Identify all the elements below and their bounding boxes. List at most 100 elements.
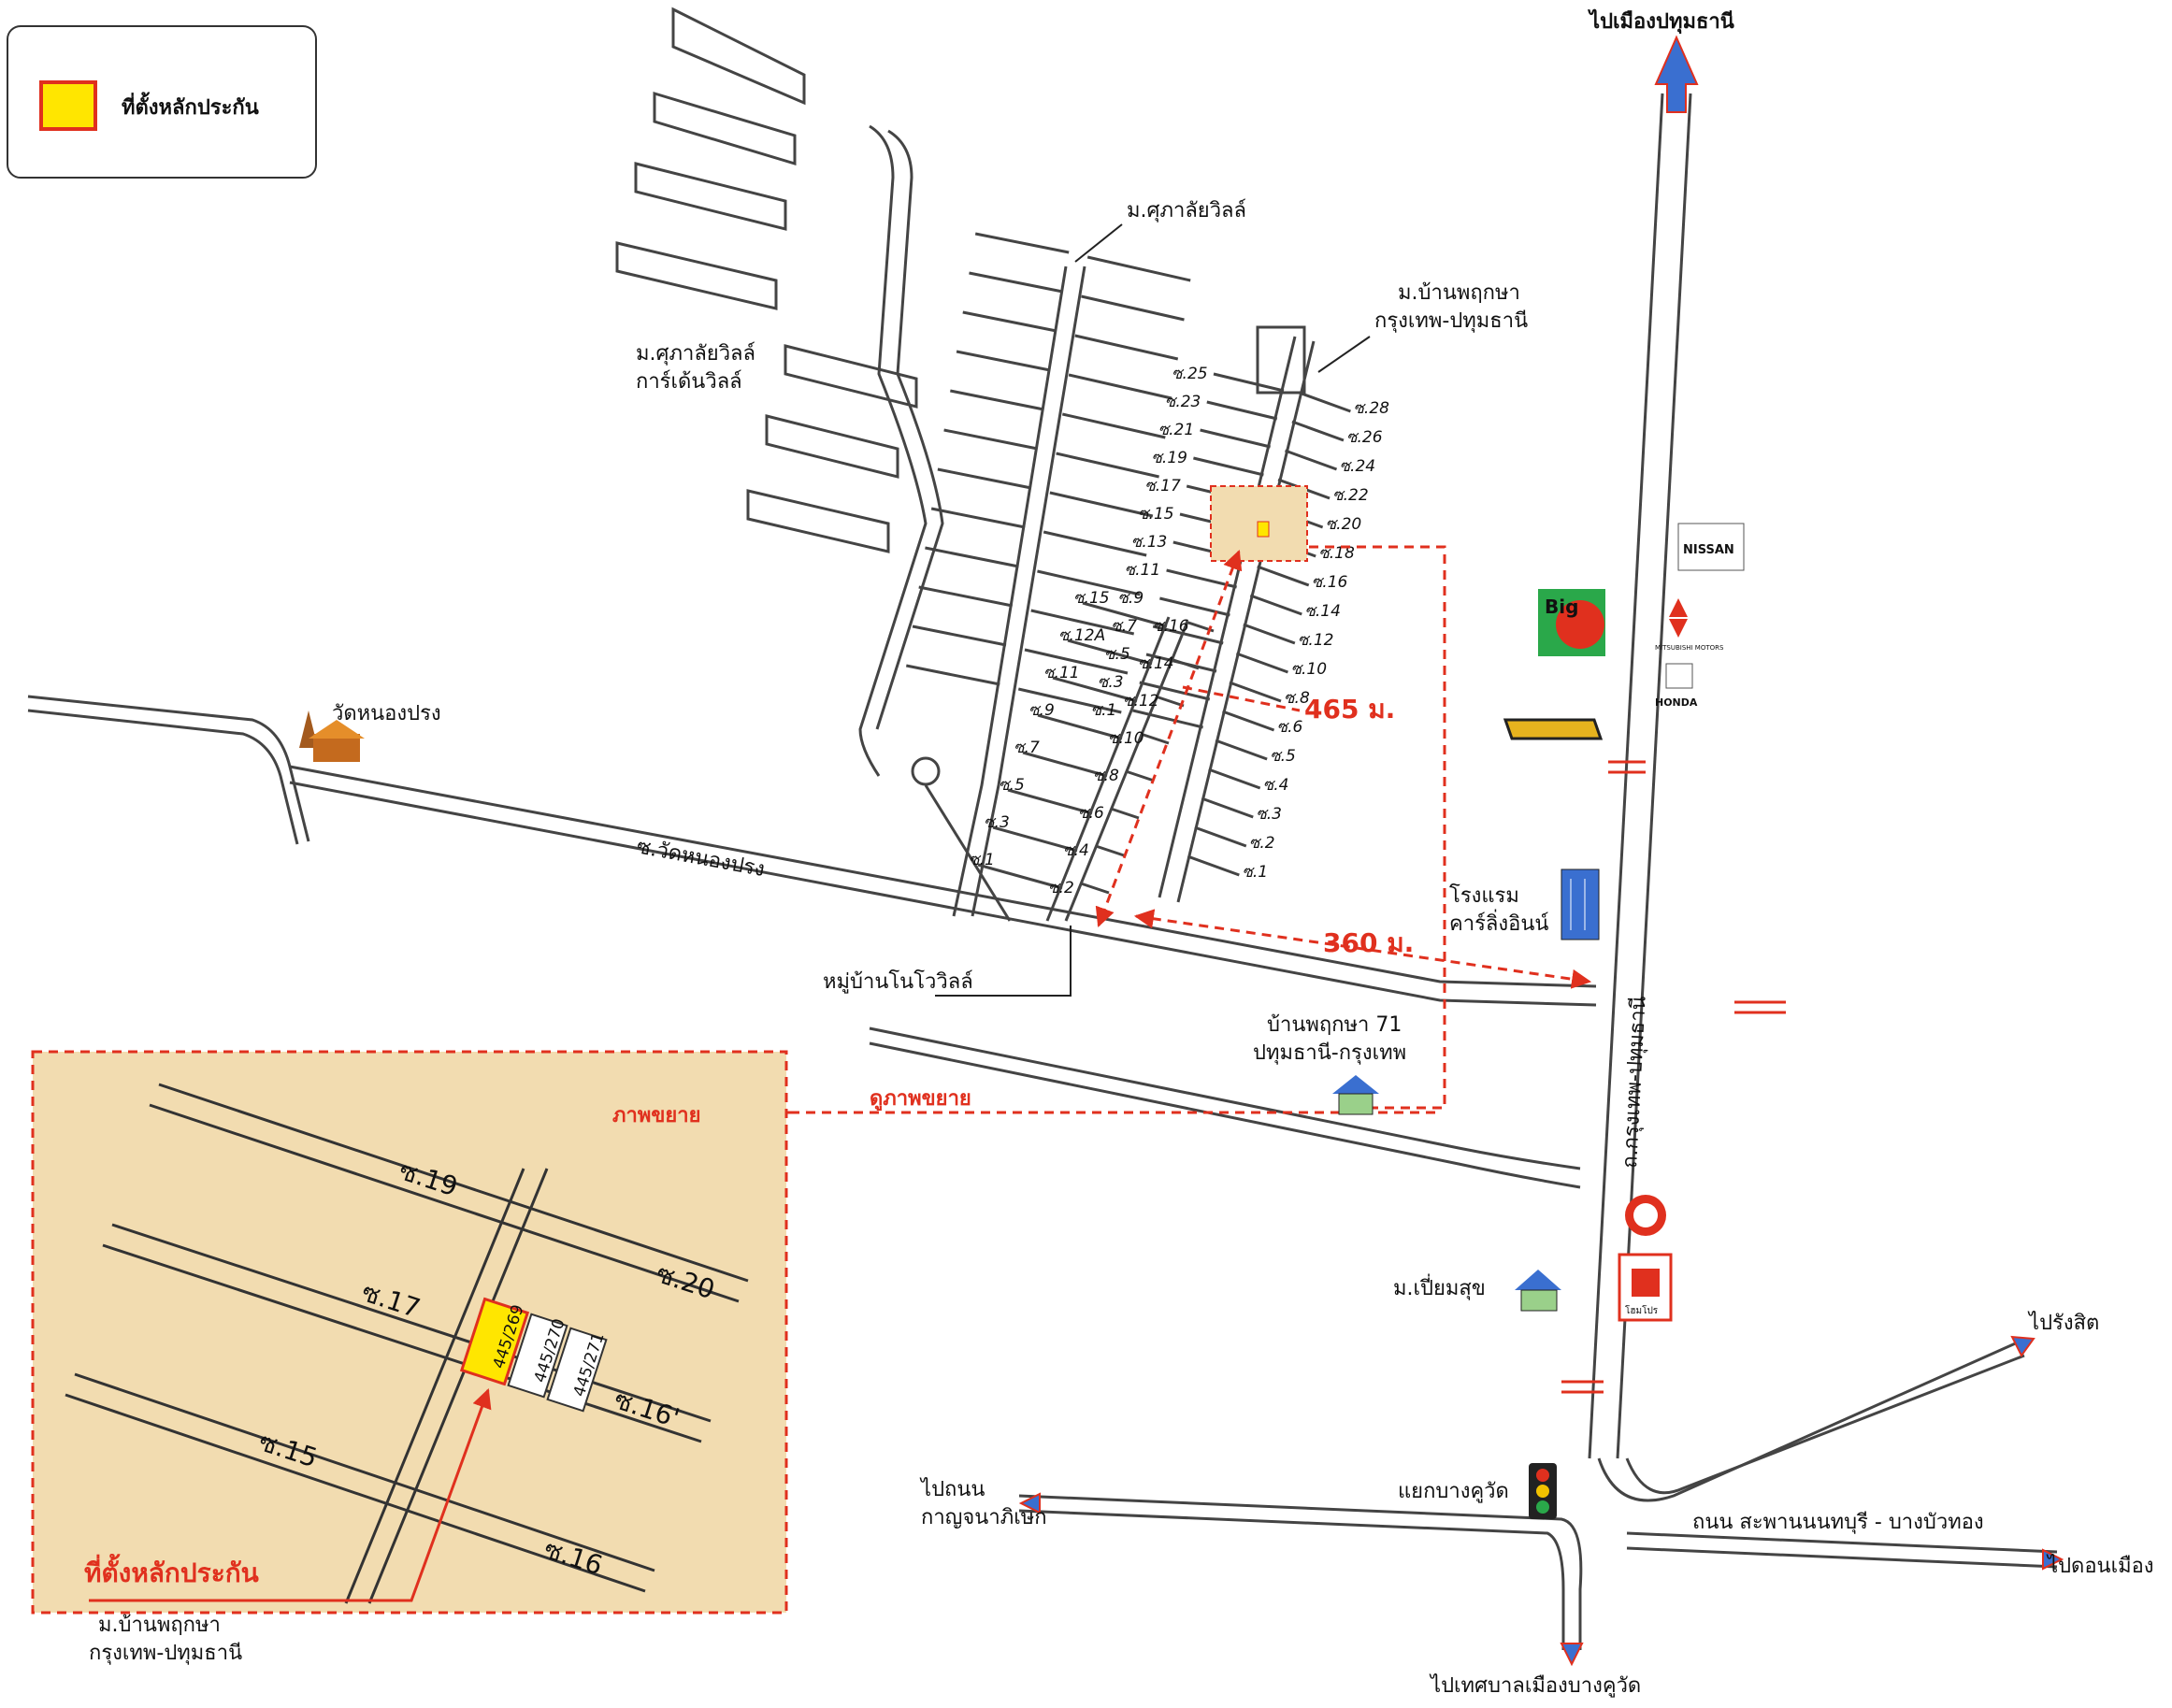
label-pruksa71-2: ปทุมธานี-กรุงเทพ [1253,1041,1406,1065]
novo-soi-right [1095,844,1125,857]
pruksa-soi-right [1249,594,1302,616]
legend-swatch-icon [39,80,97,131]
collateral-highlight [1210,485,1308,562]
soi-label-left: ซ.13 [1131,533,1168,552]
pruksa-soi-right [1298,391,1351,413]
novo-soi-left [977,863,1063,890]
pruksa-soi-left [1193,456,1264,477]
soi-label-novo-right: ซ.8 [1093,767,1119,785]
pruksa-soi-left [1132,709,1203,729]
soi-label-novo-right: ซ.2 [1048,879,1074,897]
soi-label-right: ซ.2 [1249,834,1275,853]
soi-label-right: ซ.22 [1332,486,1369,505]
soi-label-left: ซ.17 [1144,477,1181,495]
distance-lines [790,545,1592,1114]
novo-soi-right [1080,882,1110,895]
legend: ที่ตั้งหลักประกัน [7,25,317,179]
soi-label-novo-left: ซ.5 [999,776,1025,795]
supalai-soi-right [1074,334,1179,361]
soi-label-novo-right: ซ.16 [1153,617,1189,636]
supalai-ville [952,266,1086,917]
soi-label-novo-left: ซ.9 [1028,701,1055,720]
inset-village-2: กรุงเทพ-ปทุมธานี [89,1642,242,1665]
crossing-marks [1561,760,1786,1394]
supalai-soi-right [1086,255,1191,282]
soi-label-right: ซ.6 [1277,718,1303,737]
ptt-logo-icon [1625,1195,1666,1236]
novo-soi-right [1110,807,1140,820]
novo-soi-left [1022,751,1108,778]
pruksa-soi-right [1257,565,1310,587]
novo-soi-right [1140,732,1170,745]
supalai-soi-left [937,467,1032,490]
pruksa-soi-left [1206,400,1278,421]
soi-label-left: ซ.5 [1104,645,1130,664]
soi-label-novo-left: ซ.1 [969,851,995,869]
soi-label-left: ซ.7 [1111,617,1137,636]
soi-label-right: ซ.5 [1270,747,1296,766]
soi-label-novo-left: ซ.7 [1014,739,1040,757]
supalai-soi-left [969,271,1063,294]
supalai-soi-right [1068,373,1172,400]
label-pianhsuk: ม.เปี่ยมสุข [1393,1273,1486,1300]
soi-label-left: ซ.3 [1098,673,1124,692]
soi-label-left: ซ.21 [1158,421,1195,439]
label-to-donmuang: ไปดอนเมือง [2046,1554,2154,1578]
label-wat: วัดหนองปรง [332,702,441,725]
supalai-soi-left [962,310,1057,333]
soi-label-left: ซ.23 [1165,393,1201,411]
supalai-soi-left [956,350,1051,372]
soi-label-novo-left: ซ.12A [1058,626,1105,645]
supalai-soi-left [925,546,1019,568]
mitsubishi-logo-icon: MITSUBISHI MOTORS [1655,598,1724,652]
supalai-soi-left [943,428,1038,451]
label-pruksa-1: ม.บ้านพฤกษา [1398,281,1520,305]
distance-465: 465 ม. [1304,694,1395,725]
soi-label-novo-right: ซ.4 [1063,841,1089,860]
soi-label-left: ซ.9 [1117,589,1144,608]
main-road [1588,93,1692,1459]
supalai-soi-right [1049,491,1154,518]
label-to-kanchana-1: ไปถนน [919,1477,985,1501]
direction-arrows [1018,1335,2064,1667]
soi-label-right: ซ.1 [1242,863,1268,882]
svg-text:HONDA: HONDA [1655,696,1698,709]
junction-roads [1018,1340,2058,1650]
soi-label-right: ซ.26 [1346,428,1383,447]
soi-label-left: ซ.19 [1151,449,1187,467]
inset-title: ภาพขยาย [612,1104,701,1127]
soi-label-left: ซ.25 [1172,365,1208,383]
soi-label-novo-left: ซ.15 [1073,589,1110,608]
soi-label-right: ซ.28 [1353,399,1389,418]
soi-label-right: ซ.16 [1312,573,1348,592]
house-icon [1332,1075,1379,1115]
label-to-kanchana-2: กาญจนาภิเษก [921,1506,1047,1529]
inset-lot-2 [507,1313,568,1399]
svg-text:MITSUBISHI MOTORS: MITSUBISHI MOTORS [1655,644,1724,652]
label-junction: แยกบางคูวัด [1398,1480,1509,1503]
label-supalai-garden-1: ม.ศุภาลัยวิลล์ [636,342,755,366]
supalai-soi-left [974,232,1070,254]
label-see-enlarge: ดูภาพขยาย [870,1087,971,1112]
pruksa-soi-right [1285,449,1338,471]
soi-label-right: ซ.24 [1340,457,1376,476]
chevrolet-logo-icon [1503,718,1604,740]
soi-label-novo-left: ซ.3 [984,813,1010,832]
inset-marker-label: ที่ตั้งหลักประกัน [84,1553,259,1588]
label-supalai-ville: ม.ศุภาลัยวิลล์ [1127,199,1246,222]
soi-wat-road [27,695,1597,1007]
pruksa-soi-right [1222,710,1275,732]
soi-label-right: ซ.10 [1290,660,1327,679]
novo-soi-left [992,825,1078,853]
label-hotel-2: คาร์ลิ่งอินน์ [1449,909,1549,936]
big-c-icon: Big [1538,589,1605,656]
label-to-pathum: ไปเมืองปทุมธานี [1588,8,1734,35]
pruksa-soi-right [1194,825,1247,848]
soi-label-right: ซ.18 [1318,544,1355,563]
svg-text:NISSAN: NISSAN [1683,543,1734,557]
soi-label-right: ซ.8 [1284,689,1310,708]
supalai-garden-ville [615,7,1012,922]
supalai-soi-right [1061,412,1166,439]
novo-soi-left [1007,788,1093,815]
temple-icon [299,710,365,762]
